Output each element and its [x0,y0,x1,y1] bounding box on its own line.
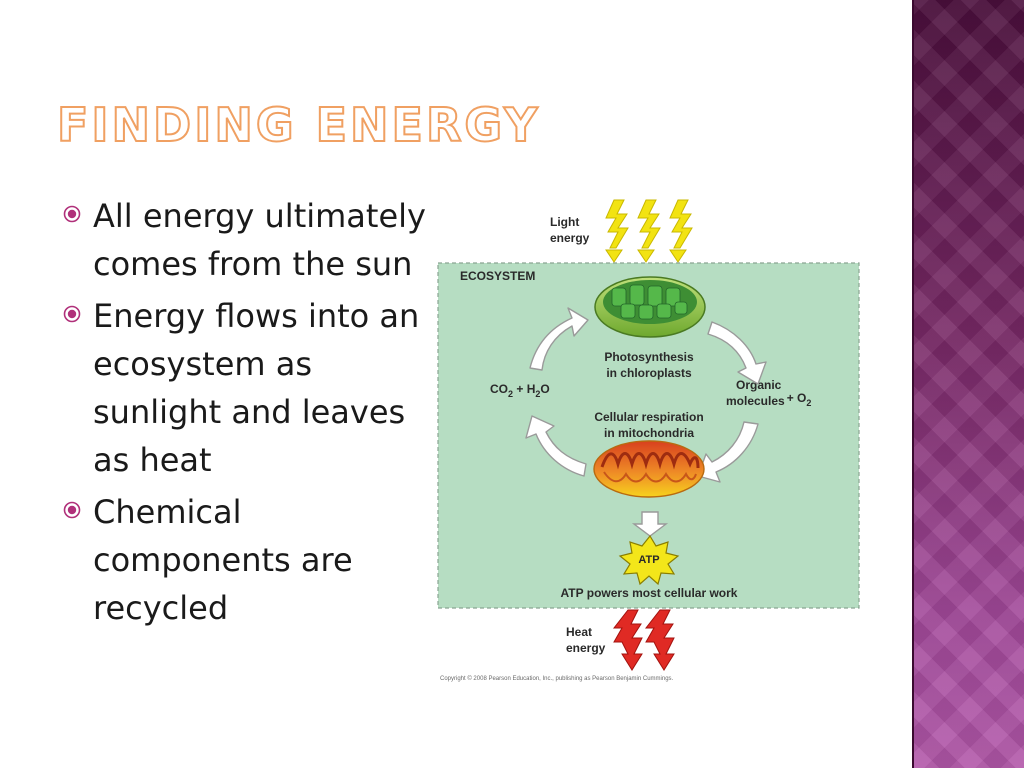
mitochondrion-icon [593,440,705,498]
bullet-item: Energy flows into an ecosystem as sunlig… [62,292,442,484]
photosynthesis-label-line1: Photosynthesis [604,350,694,364]
chloroplast-icon [594,276,706,338]
respiration-label-line2: in mitochondria [604,426,694,440]
organic-molecules-label-line1: Organic [736,378,782,392]
organic-molecules-label-line2: molecules+ O2 [726,391,811,408]
arrow-lower-left-icon [525,415,587,477]
co2-h2o-label: CO2 + H2O [490,382,550,399]
atp-burst-icon [618,534,680,586]
bullet-text: Chemical components are recycled [93,493,353,627]
cycle-arrows [525,307,767,483]
arrow-upper-right-icon [707,321,767,385]
bullet-target-icon [63,305,81,323]
heat-bolt-icon [612,609,675,671]
copyright-text: Copyright © 2008 Pearson Education, Inc.… [440,675,674,682]
respiration-label-line1: Cellular respiration [594,410,703,424]
bullet-text: Energy flows into an ecosystem as sunlig… [93,297,420,479]
bullet-text: All energy ultimately comes from the sun [93,197,426,283]
bullet-item: All energy ultimately comes from the sun [62,192,442,288]
atp-caption: ATP powers most cellular work [561,586,738,600]
light-energy-label-line2: energy [550,231,590,245]
arrow-upper-left-icon [529,307,589,371]
heat-energy-label-line1: Heat [566,625,592,639]
heat-energy-label-line2: energy [566,641,606,655]
light-bolt-icon [605,199,693,249]
bullet-list: All energy ultimately comes from the sun… [62,192,442,636]
decorative-side-band [912,0,1024,768]
bullet-item: Chemical components are recycled [62,488,442,632]
atp-label: ATP [638,554,659,566]
ecosystem-energy-diagram: Light energy ECOSYSTEM [432,192,872,686]
bullet-target-icon [63,205,81,223]
light-arrowheads [605,249,687,263]
slide-title: Finding Energy [56,98,541,152]
bullet-target-icon [63,501,81,519]
photosynthesis-label-line2: in chloroplasts [606,366,692,380]
ecosystem-label: ECOSYSTEM [460,269,535,283]
down-arrow-icon [631,511,669,537]
light-energy-label-line1: Light [550,215,579,229]
